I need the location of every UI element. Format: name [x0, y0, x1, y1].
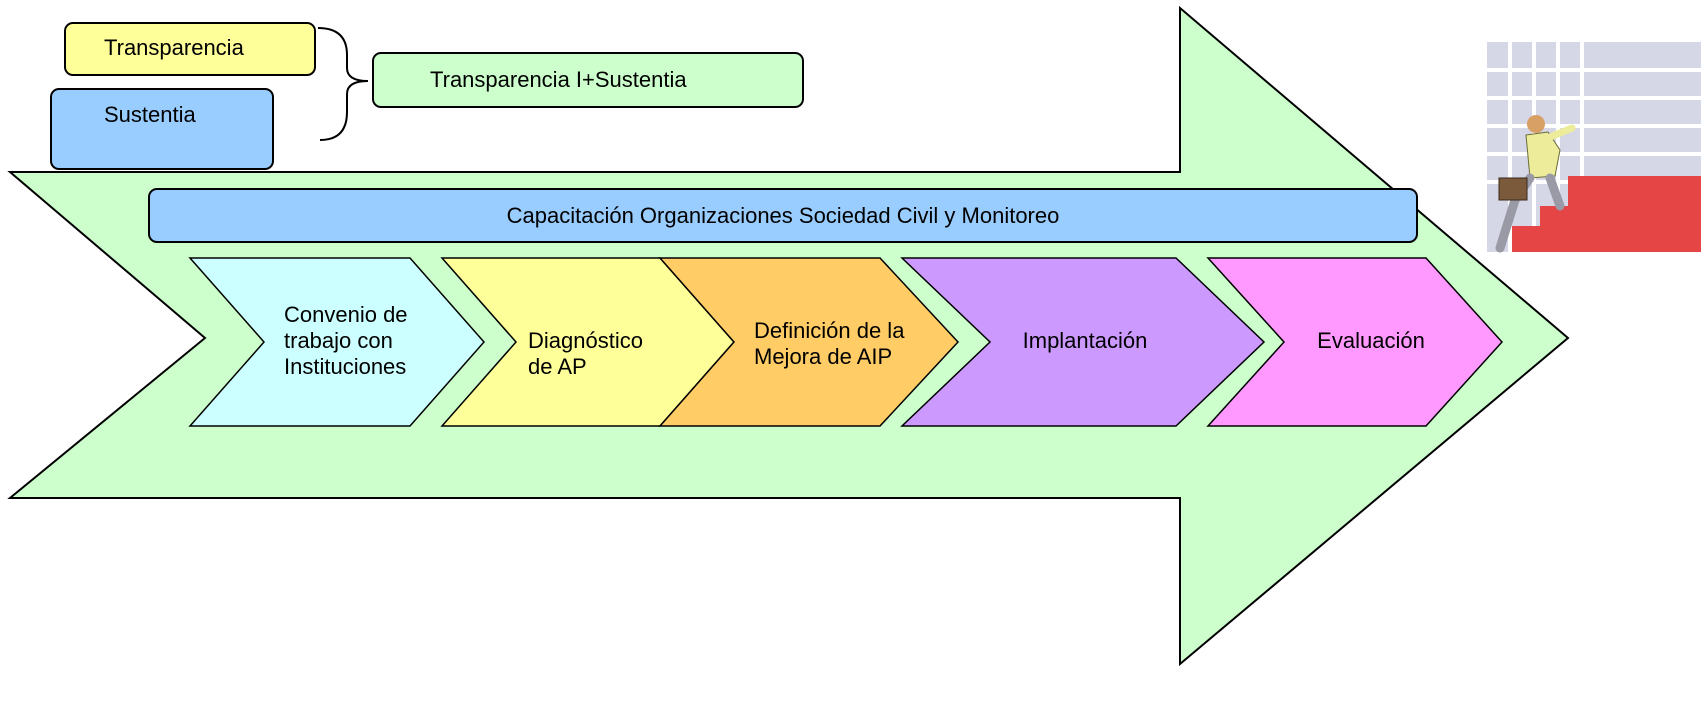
step-label-implantacion: Implantación: [1022, 328, 1148, 353]
legend-combined-label: Transparencia I+Sustentia: [430, 67, 687, 92]
step-label-convenio: Convenio de trabajo con Instituciones: [284, 302, 408, 379]
step-chevron-implantacion: [900, 257, 1266, 427]
step-chevron-definicion: [658, 257, 960, 427]
capacitacion-banner: Capacitación Organizaciones Sociedad Civ…: [148, 188, 1418, 243]
capacitacion-banner-label: Capacitación Organizaciones Sociedad Civ…: [506, 203, 1060, 228]
step-chevron-evaluacion: [1206, 257, 1504, 427]
legend-transparencia-label: Transparencia: [104, 35, 244, 60]
legend-combined-box: Transparencia I+Sustentia: [372, 52, 804, 108]
step-label-diagnostico: Diagnóstico de AP: [528, 328, 643, 379]
step-label-evaluacion: Evaluación: [1317, 328, 1425, 353]
legend-sustentia-label: Sustentia: [104, 102, 196, 127]
businessman-climbing-stairs-icon: [1487, 42, 1701, 253]
step-label-definicion: Definición de la Mejora de AIP: [754, 318, 905, 369]
legend-transparencia-box: Transparencia: [64, 22, 316, 76]
step-chevron-convenio: [188, 257, 485, 427]
legend-brace: [317, 27, 369, 141]
legend-sustentia-box: Sustentia: [50, 88, 274, 170]
